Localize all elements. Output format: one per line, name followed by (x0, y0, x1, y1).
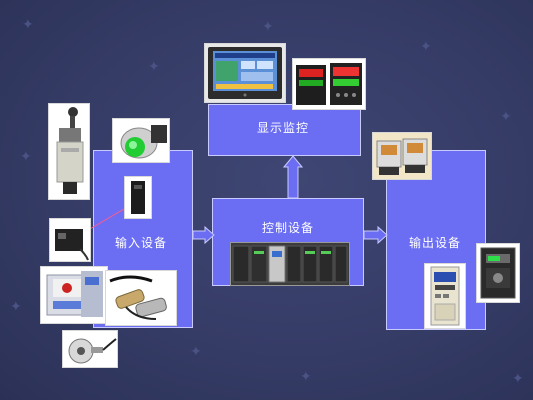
limit-switch-image (48, 103, 90, 200)
proximity-sensors-cylindrical-image (105, 270, 177, 326)
photoelectric-sensor-image (124, 176, 152, 219)
background-star: ✦ (262, 19, 274, 35)
background-star: ✦ (22, 17, 34, 33)
photoelectric-sensor-small-image (49, 218, 91, 262)
push-button-image (112, 118, 170, 163)
background-star: ✦ (500, 109, 512, 125)
relays-image (372, 132, 432, 180)
background-star: ✦ (300, 369, 312, 385)
hmi-touch-panel-image (204, 43, 286, 103)
input-devices-label: 输入设备 (115, 236, 168, 250)
servo-drive-image (424, 263, 466, 329)
background-star: ✦ (512, 371, 524, 387)
background-star: ✦ (20, 149, 32, 165)
inverter-image (476, 243, 520, 303)
background-star: ✦ (190, 344, 202, 360)
background-star: ✦ (148, 59, 160, 75)
background-star: ✦ (10, 299, 22, 315)
plc-rack-image (230, 242, 350, 286)
rotary-encoder-image (62, 330, 118, 368)
temperature-controllers-image (292, 58, 366, 110)
display-monitor-box (208, 104, 361, 156)
output-devices-label: 输出设备 (409, 236, 462, 250)
arrow-control-to-display (283, 155, 303, 199)
arrow-input-to-control (193, 226, 215, 244)
background-star: ✦ (420, 39, 432, 55)
proximity-sensor-box-image (40, 266, 108, 324)
control-devices-label: 控制设备 (262, 221, 315, 235)
display-monitor-label: 显示监控 (257, 121, 310, 135)
arrow-control-to-output (364, 226, 388, 244)
